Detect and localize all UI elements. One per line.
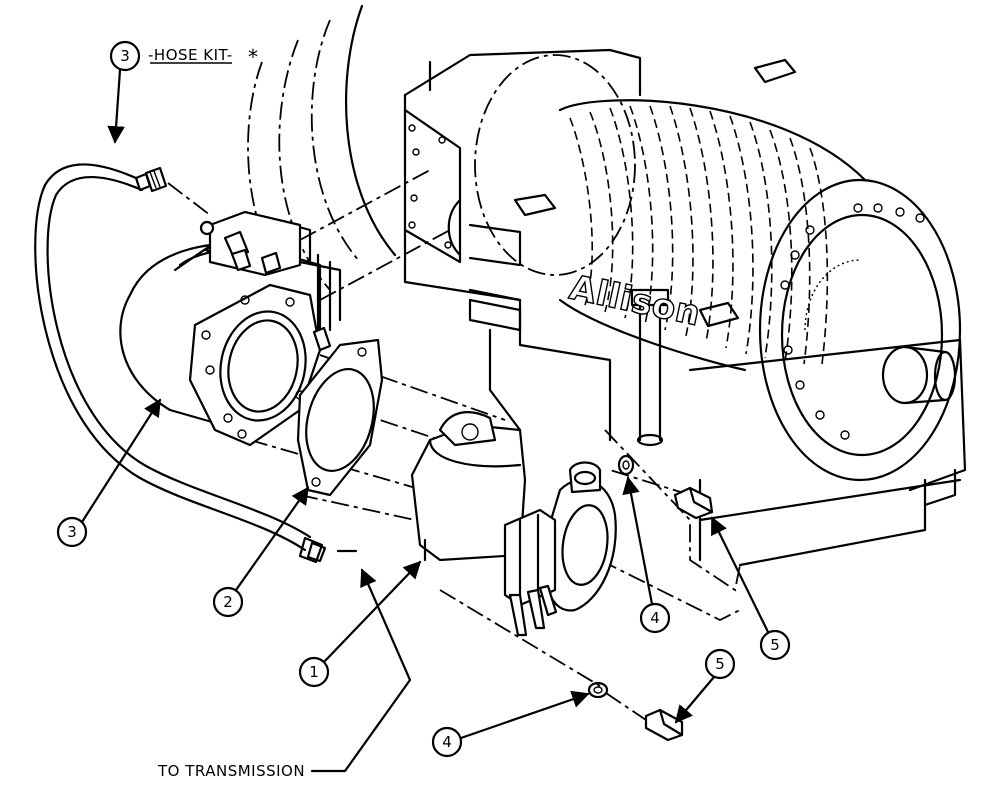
callout-3-number: 3 [67, 523, 77, 541]
callout-4-lower-number: 4 [442, 733, 452, 751]
callout-5-upper [759, 629, 791, 661]
callout-2-number: 2 [223, 593, 233, 611]
hydraulic-motor [119, 210, 342, 447]
callout-5-upper-number: 5 [770, 636, 780, 654]
callout-3 [56, 516, 88, 548]
hose-kit-title: -HOSE KIT- [148, 46, 233, 64]
to-transmission-label: TO TRANSMISSION [157, 762, 305, 780]
drum-shaft [881, 345, 929, 405]
callouts: 3 -HOSE KIT- * 3 2 1 4 4 5 5 TO [56, 40, 791, 780]
hose-fitting-bottom [298, 536, 324, 564]
hose-kit-marker: * [248, 45, 259, 69]
callout-4-upper [639, 602, 671, 634]
callout-5-lower-number: 5 [715, 655, 725, 673]
bolt-upper [673, 486, 714, 520]
drum-flange [758, 178, 962, 482]
washer-upper [617, 454, 635, 476]
callout-4-lower [431, 726, 463, 758]
bolt-lower [439, 589, 684, 742]
callout-4-upper-number: 4 [650, 609, 660, 627]
callout-kit-3-number: 3 [120, 47, 130, 65]
hydraulic-pump [410, 411, 617, 637]
washer-lower [587, 681, 609, 699]
drum-lettering: Allison [566, 268, 704, 335]
callout-2 [212, 586, 244, 618]
flange-bolt-holes [780, 203, 925, 440]
hose [34, 163, 358, 564]
cable-wraps [569, 105, 829, 365]
callout-1 [298, 656, 330, 688]
callout-1-number: 1 [309, 663, 319, 681]
gasket [296, 338, 384, 497]
callout-5-lower [704, 648, 736, 680]
top-pad [753, 58, 797, 84]
callout-kit-3 [109, 40, 141, 72]
